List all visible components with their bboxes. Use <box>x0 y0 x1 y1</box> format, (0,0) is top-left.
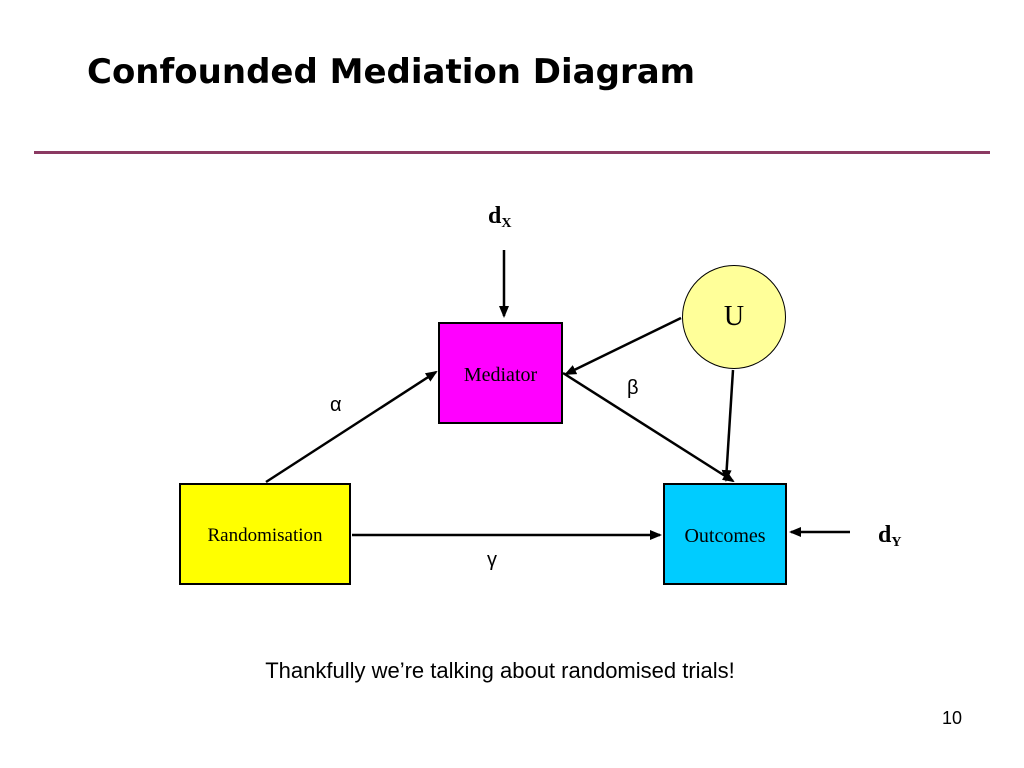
page-number: 10 <box>941 708 962 728</box>
arrow-mediator-to-outcomes <box>562 371 735 483</box>
title-divider <box>34 151 990 154</box>
path-label-gamma: γ <box>487 549 497 571</box>
node-confounder-u: U <box>682 265 786 369</box>
arrow-randomisation-to-mediator <box>265 370 438 484</box>
error-term-dx: dX <box>488 203 512 231</box>
error-term-dy: dY <box>878 522 902 550</box>
node-outcomes: Outcomes <box>663 483 787 585</box>
arrow-u-to-mediator <box>564 316 682 376</box>
path-label-beta: β <box>627 377 639 399</box>
node-randomisation: Randomisation <box>179 483 351 585</box>
path-label-alpha: α <box>330 394 342 416</box>
slide-caption: Thankfully we’re talking about randomise… <box>265 658 735 683</box>
arrow-u-to-outcomes <box>721 369 735 482</box>
slide-title: Confounded Mediation Diagram <box>87 52 696 92</box>
node-mediator: Mediator <box>438 322 563 424</box>
